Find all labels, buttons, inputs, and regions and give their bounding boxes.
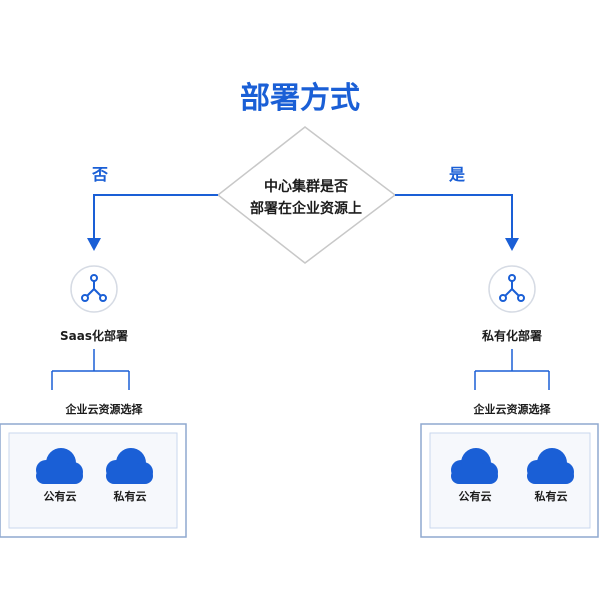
- decision-diamond: [216, 126, 397, 264]
- branch-label-no: 否: [91, 165, 108, 184]
- cloud-icon: [106, 448, 153, 484]
- branch-label-yes: 是: [448, 165, 465, 184]
- right-selection-label: 企业云资源选择: [473, 402, 552, 416]
- right-bracket: [474, 349, 550, 390]
- right-cloud2-label: 私有云: [535, 489, 568, 503]
- connector-yes: [395, 194, 513, 240]
- network-node-icon: [499, 274, 525, 302]
- left-selection-label: 企业云资源选择: [65, 402, 144, 416]
- connector-no: [93, 194, 218, 240]
- left-cloud1-label: 公有云: [44, 489, 77, 503]
- right-cloud1-label: 公有云: [459, 489, 492, 503]
- decision-text-line2: 部署在企业资源上: [250, 200, 362, 217]
- left-cloud-panel-inner: [8, 432, 178, 529]
- left-cloud2-label: 私有云: [114, 489, 147, 503]
- cloud-icon: [527, 448, 574, 484]
- saas-deploy-label: Saas化部署: [60, 328, 128, 343]
- page-title: 部署方式: [240, 81, 360, 116]
- network-node-icon: [81, 274, 107, 302]
- cloud-icon: [451, 448, 498, 484]
- saas-deploy-node: [70, 265, 118, 313]
- arrow-down-icon: [87, 238, 101, 251]
- private-deploy-node: [488, 265, 536, 313]
- left-bracket: [51, 349, 130, 390]
- private-deploy-label: 私有化部署: [481, 328, 542, 343]
- arrow-down-icon: [505, 238, 519, 251]
- decision-text-line1: 中心集群是否: [264, 178, 348, 195]
- cloud-icon: [36, 448, 83, 484]
